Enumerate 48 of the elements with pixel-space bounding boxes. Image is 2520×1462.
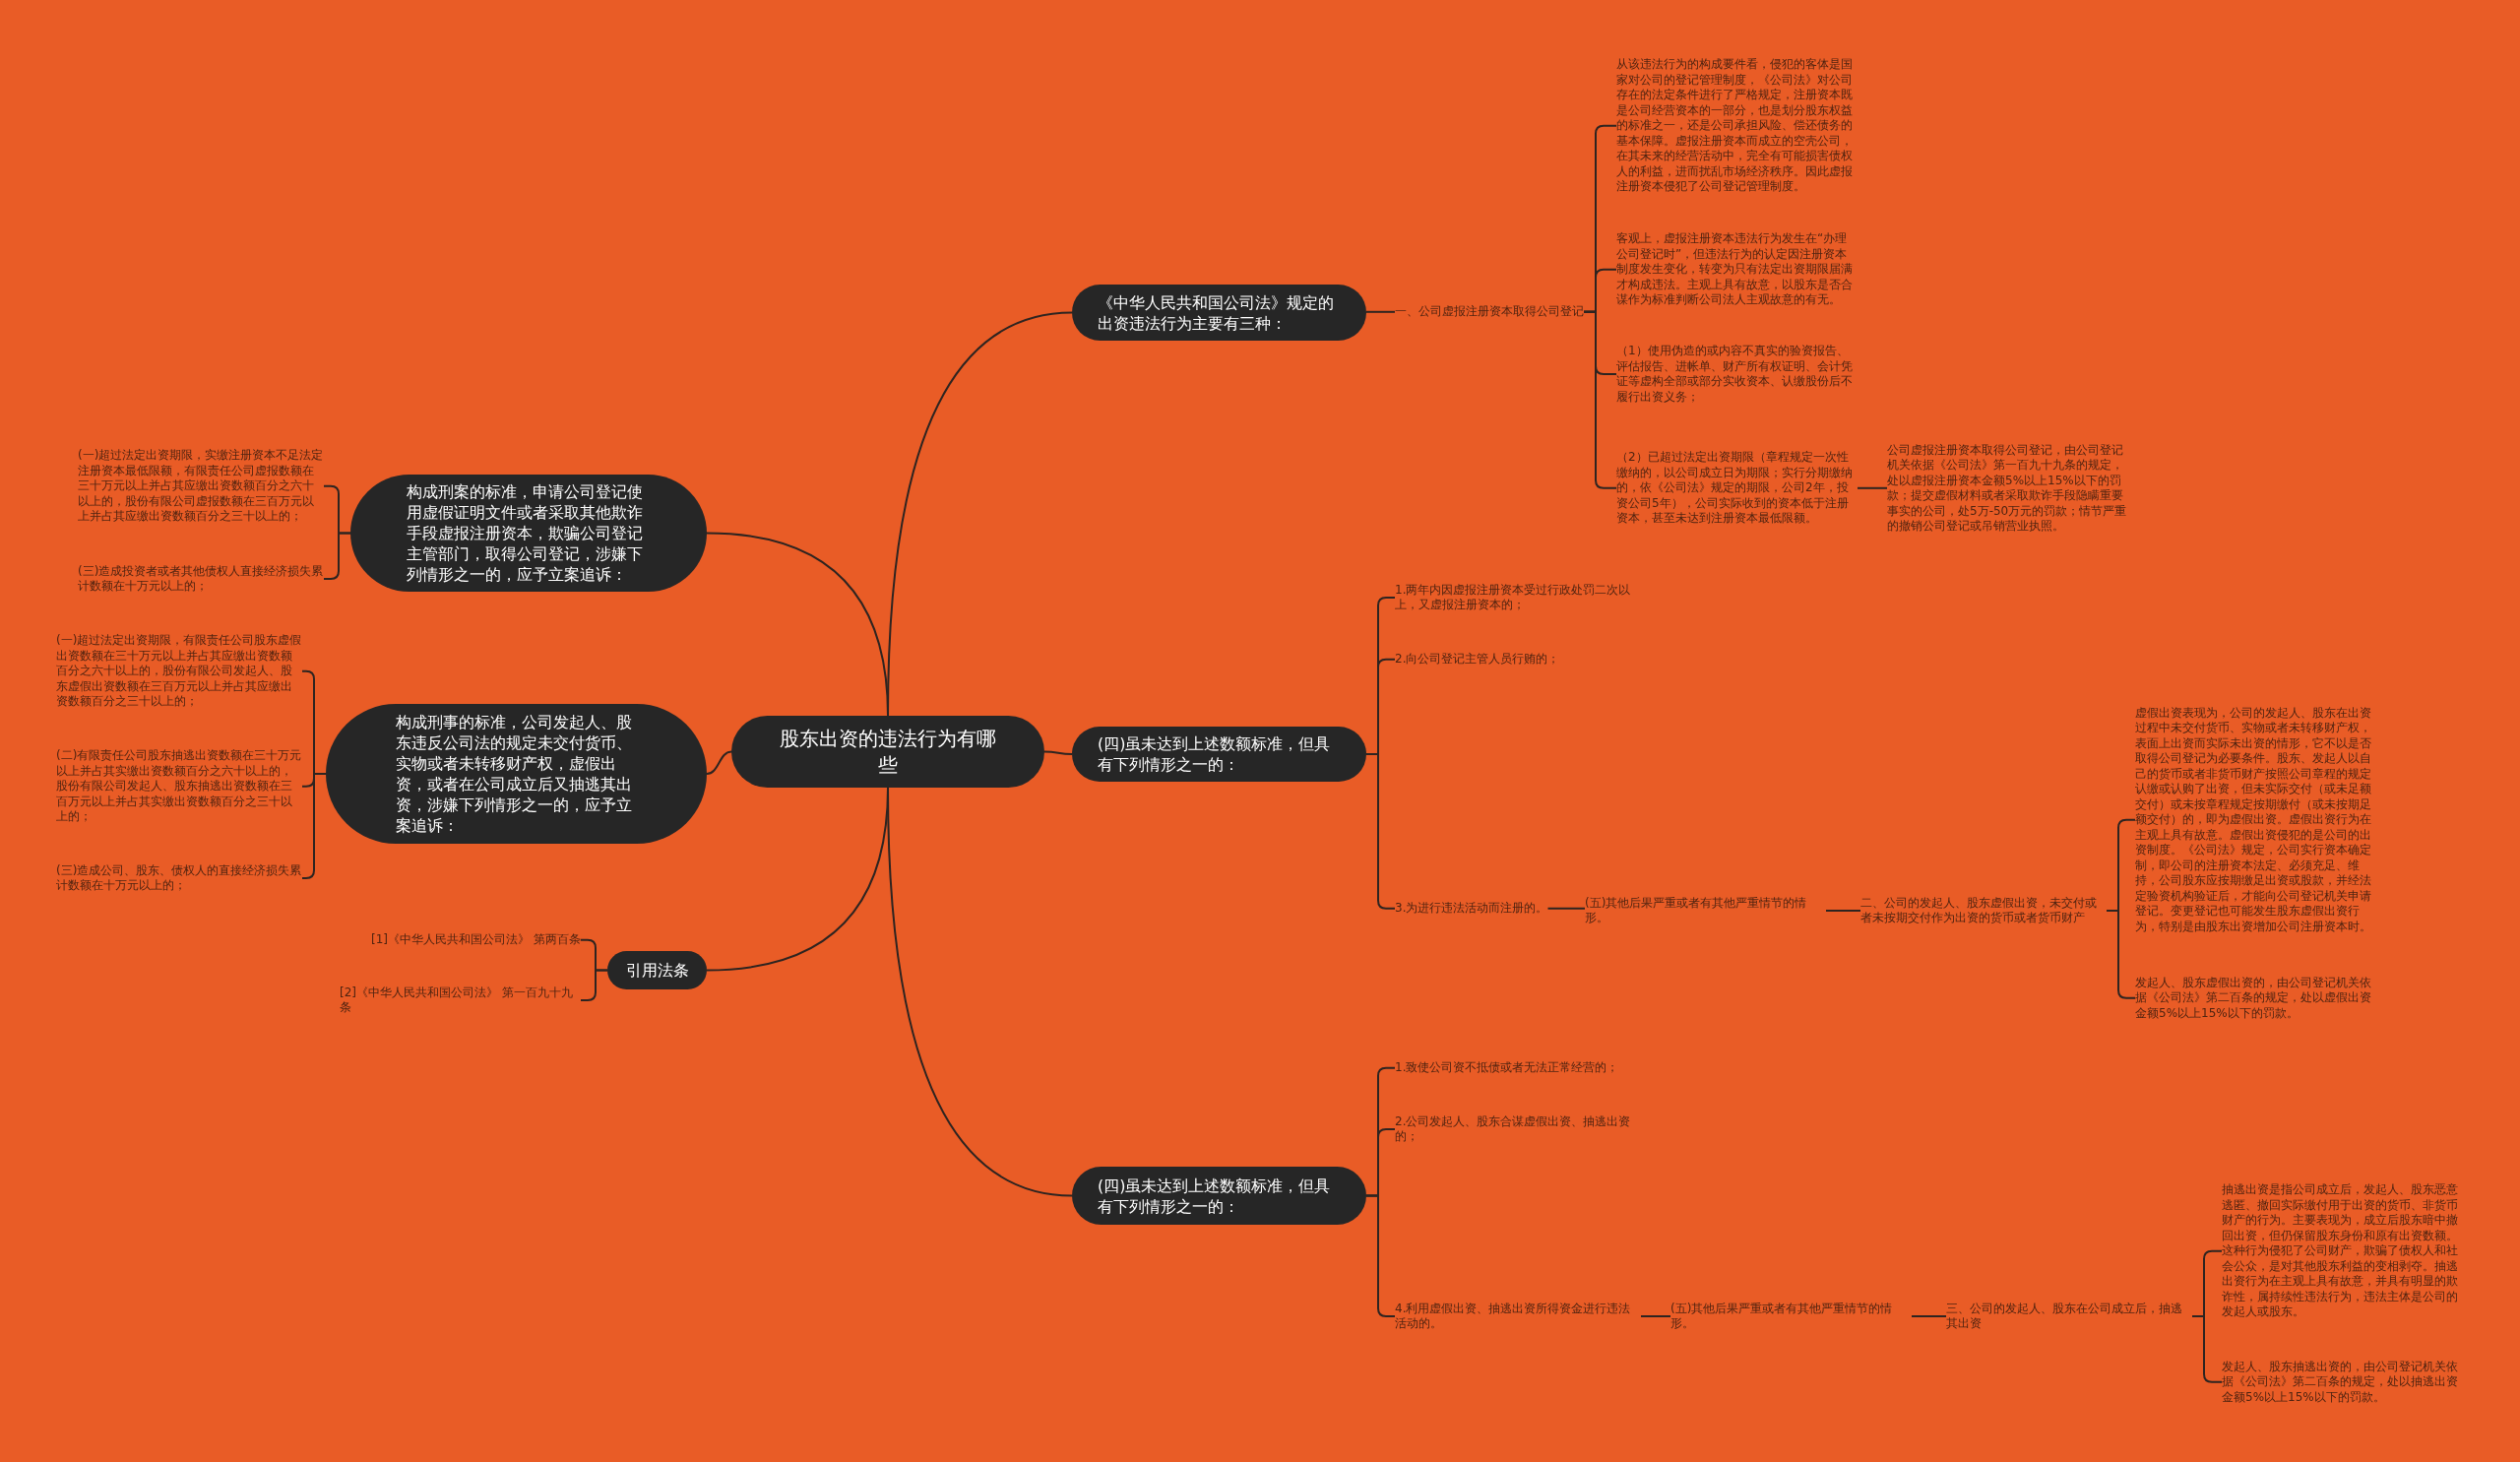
branch-topic: 构成刑案的标准，申请公司登记使用虚假证明文件或者采取其他欺诈手段虚报注册资本，欺骗公司登记主管部门，取得公司登记，涉嫌下列情形之一的，应予立案追诉： bbox=[350, 475, 707, 592]
central-topic: 股东出资的违法行为有哪些 bbox=[731, 716, 1044, 788]
topic-text: 从该违法行为的构成要件看，侵犯的客体是国家对公司的登记管理制度，《公司法》对公司存在的法定条件进行了严格规定，注册资本既是公司经营资本的一部分，也是划分股东权益的标准之一，还是公司承担风险、偿还债务的基本保障。虚报注册资本而成立的空壳公司，在其未来的经营活动中，完全有可能损害债权人的利益，进而扰乱市场经济秩序。因此虚报注册资本侵犯了公司登记管理制度。 bbox=[1616, 57, 1858, 195]
topic-text: [1]《中华人民共和国公司法》 第两百条 bbox=[371, 932, 581, 948]
branch-topic: (四)虽未达到上述数额标准，但具有下列情形之一的： bbox=[1072, 727, 1366, 782]
topic-text: (三)造成公司、股东、债权人的直接经济损失累计数额在十万元以上的； bbox=[56, 862, 302, 894]
topic-text: [2]《中华人民共和国公司法》 第一百九十九条 bbox=[340, 985, 581, 1016]
connector-line bbox=[706, 750, 732, 775]
connector-line bbox=[1640, 1315, 1671, 1317]
connector-line bbox=[1825, 910, 1861, 912]
topic-text: 三、公司的发起人、股东在公司成立后，抽逃其出资 bbox=[1946, 1301, 2192, 1332]
topic-text: (三)造成投资者或者其他债权人直接经济损失累计数额在十万元以上的； bbox=[78, 563, 324, 595]
topic-text: 发起人、股东抽逃出资的，由公司登记机关依据《公司法》第二百条的规定，处以抽逃出资金额5%以上15%以下的罚款。 bbox=[2222, 1359, 2468, 1405]
topic-text: (一)超过法定出资期限，有限责任公司股东虚假出资数额在三十万元以上并占其应缴出资数额百分之六十以上的，股份有限公司发起人、股东虚假出资数额在三百万元以上并占其应缴出资数额百分之三十以上的； bbox=[56, 633, 302, 710]
branch-topic: (四)虽未达到上述数额标准，但具有下列情形之一的： bbox=[1072, 1167, 1366, 1225]
connector-line bbox=[580, 969, 608, 1001]
topic-text: 二、公司的发起人、股东虚假出资，未交付或者未按期交付作为出资的货币或者货币财产 bbox=[1860, 895, 2107, 926]
topic-text: 2.公司发起人、股东合谋虚假出资、抽逃出资的； bbox=[1395, 1113, 1641, 1145]
topic-text: 抽逃出资是指公司成立后，发起人、股东恶意逃匿、撤回实际缴付用于出资的货币、非货币财产的行为。主要表现为，成立后股东暗中撤回出资，但仍保留股东身份和原有出资数额。这种行为侵犯了公司财产，欺骗了债权人和社会公众，是对其他股东利益的变相剥夺。抽逃出资行为在主观上具有故意，并具有明显的欺诈性，属持续性违法行为，违法主体是公司的发起人或股东。 bbox=[2222, 1182, 2468, 1320]
topic-text: （1）使用伪造的或内容不真实的验资报告、评估报告、进帐单、财产所有权证明、会计凭证等虚构全部或部分实收资本、认缴股份后不履行出资义务； bbox=[1616, 344, 1858, 405]
connector-line bbox=[1043, 750, 1073, 755]
topic-text: 1.致使公司资不抵债或者无法正常经营的； bbox=[1395, 1060, 1641, 1076]
connector-line bbox=[1857, 486, 1888, 489]
topic-text: (二)有限责任公司股东抽逃出资数额在三十万元以上并占其实缴出资数额百分之六十以上的，股份有限公司发起人、股东抽逃出资数额在三百万元以上并占其实缴出资数额百分之三十以上的； bbox=[56, 748, 302, 825]
connector-line bbox=[706, 532, 889, 717]
connector-line bbox=[1911, 1315, 1947, 1317]
connector-line bbox=[301, 773, 327, 879]
topic-text: 2.向公司登记主管人员行贿的； bbox=[1395, 652, 1641, 667]
branch-topic: 构成刑事的标准，公司发起人、股东违反公司法的规定未交付货币、实物或者未转移财产权，虚假出资，或者在公司成立后又抽逃其出资，涉嫌下列情形之一的，应予立案追诉： bbox=[326, 704, 707, 844]
topic-text: 发起人、股东虚假出资的，由公司登记机关依据《公司法》第二百条的规定，处以虚假出资金额5%以上15%以下的罚款。 bbox=[2135, 975, 2381, 1021]
connector-line bbox=[1365, 753, 1396, 910]
branch-topic: 《中华人民共和国公司法》规定的出资违法行为主要有三种： bbox=[1072, 285, 1366, 341]
topic-text: (五)其他后果严重或者有其他严重情节的情形。 bbox=[1585, 895, 1826, 926]
topic-text: 1.两年内因虚报注册资本受过行政处罚二次以上，又虚报注册资本的； bbox=[1395, 582, 1641, 613]
connector-line bbox=[1365, 310, 1396, 313]
topic-text: (五)其他后果严重或者有其他严重情节的情形。 bbox=[1670, 1301, 1912, 1332]
topic-text: 一、公司虚报注册资本取得公司登记 bbox=[1395, 304, 1584, 320]
topic-text: 客观上，虚报注册资本违法行为发生在“办理公司登记时”，但违法行为的认定因注册资本制度发生变化，转变为只有法定出资期限届满才构成违法。主观上具有故意，以股东是否合谋作为标准判断公司法人主观故意的有无。 bbox=[1616, 231, 1858, 308]
topic-text: 公司虚报注册资本取得公司登记，由公司登记机关依据《公司法》第一百九十九条的规定，处以虚报注册资本金额5%以上15%以下的罚款；提交虚假材料或者采取欺诈手段隐瞒重要事实的公司，处5万-50万元的罚款；情节严重的撤销公司登记或吊销营业执照。 bbox=[1887, 442, 2128, 535]
topic-text: 4.利用虚假出资、抽逃出资所得资金进行违法活动的。 bbox=[1395, 1301, 1641, 1332]
connector-line bbox=[1546, 907, 1586, 910]
topic-text: （2）已超过法定出资期限（章程规定一次性缴纳的，以公司成立日为期限；实行分期缴纳的，依《公司法》规定的期限，公司2年，投资公司5年），公司实际收到的资本低于注册资本，甚至未达到注册资本最低限额。 bbox=[1616, 450, 1858, 527]
topic-text: (一)超过法定出资期限，实缴注册资本不足法定注册资本最低限额，有限责任公司虚报数额在三十万元以上并占其应缴出资数额百分之六十以上的，股份有限公司虚报数额在三百万元以上并占其应缴出资数额百分之三十以上的； bbox=[78, 448, 324, 525]
connector-line bbox=[323, 532, 351, 580]
branch-topic: 引用法条 bbox=[607, 951, 707, 989]
topic-text: 3.为进行违法活动而注册的。 bbox=[1395, 901, 1548, 917]
topic-text: 虚假出资表现为，公司的发起人、股东在出资过程中未交付货币、实物或者未转移财产权，表面上出资而实际未出资的情形，它不以是否取得公司登记为必要条件。股东、发起人以自己的货币或者非货币财产按照公司章程的规定认缴或认购了出资，但未实际交付（或未足额交付）或未按章程规定按期缴付（或未按期足额交付）的，即为虚假出资。虚假出资行为在主观上具有故意。虚假出资侵犯的是公司的出资制度。《公司法》规定，公司实行资本确定制，即公司的注册资本法定、必须充足、维持，公司股东应按期缴足出资或股款，并经法定验资机构验证后，才能向公司登记机关申请登记。变更登记也可能发生股东虚假出资行为，特别是由股东出资增加公司注册资本时。 bbox=[2135, 705, 2381, 934]
connector-line bbox=[706, 787, 889, 972]
